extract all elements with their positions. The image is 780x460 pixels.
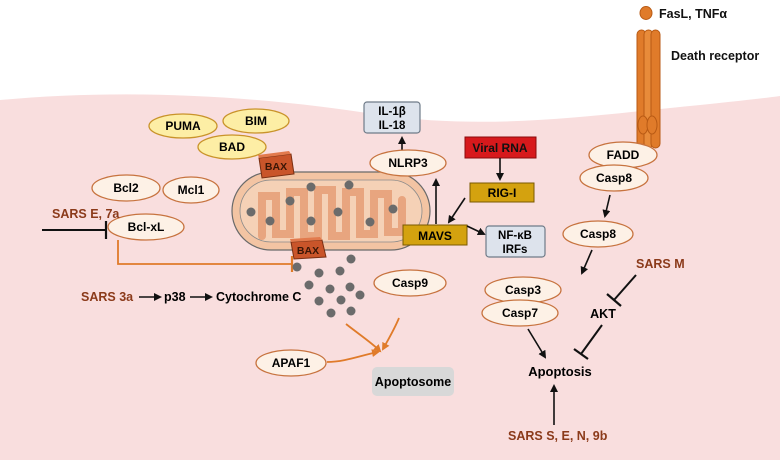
cytokine-il1b-label: IL-1β <box>378 106 405 118</box>
akt-label: AKT <box>590 307 616 321</box>
arrow-rigi-mavs <box>447 197 466 224</box>
puma-label: PUMA <box>165 119 201 133</box>
bad-label: BAD <box>219 140 245 154</box>
akt-inhibit-line <box>580 324 603 355</box>
mitochondrion-icon <box>231 171 431 251</box>
sars-3a-label: SARS 3a <box>81 290 134 304</box>
apaf1-label: APAF1 <box>272 356 311 370</box>
nfkb-box <box>485 225 546 258</box>
mcl1-node <box>162 176 220 204</box>
sars-seh-label: SARS S, E, N, 9b <box>508 429 608 443</box>
cytochrome-c-dots-icon <box>292 254 365 318</box>
nlrp3-node <box>369 149 447 177</box>
arrow-cytc-apoptosome <box>345 323 382 353</box>
casp8-top-node <box>579 164 649 192</box>
death-receptor-icon <box>636 29 661 149</box>
arrow-apaf1-apoptosome <box>326 349 380 363</box>
fadd-label: FADD <box>607 148 640 162</box>
cytochrome-c-label: Cytochrome C <box>216 290 301 304</box>
nfkb-label: NF-κB <box>498 230 532 242</box>
p38-label: p38 <box>164 290 186 304</box>
mavs-box <box>402 224 468 246</box>
casp8-top-label: Casp8 <box>596 171 632 185</box>
arrow-casp8-casp8 <box>602 194 611 218</box>
arrow-casp8-casp3 <box>580 249 593 275</box>
cytokines-box <box>363 101 421 134</box>
bax-top-icon: BAX <box>258 151 295 179</box>
bclxl-bax-inhibit-line <box>117 240 292 265</box>
apoptosome-label: Apoptosome <box>375 375 451 389</box>
sars-m-inhibit-line <box>613 274 637 301</box>
rig-i-label: RIG-I <box>488 186 517 200</box>
sars-m-label: SARS M <box>636 257 685 271</box>
apaf1-node <box>255 349 327 377</box>
bad-node <box>197 134 267 160</box>
apoptosome-box <box>372 367 454 396</box>
mavs-label: MAVS <box>418 229 452 243</box>
irfs-label: IRFs <box>503 244 528 256</box>
nlrp3-label: NLRP3 <box>388 156 428 170</box>
mcl1-label: Mcl1 <box>178 183 205 197</box>
arrow-casp7-apoptosis <box>527 328 547 359</box>
casp9-label: Casp9 <box>392 276 428 290</box>
casp7-label: Casp7 <box>502 306 538 320</box>
arrow-mavs-nfkb <box>466 225 486 236</box>
bcl2-label: Bcl2 <box>113 181 139 195</box>
sars-m-inhibit-bar <box>606 293 622 307</box>
cytokine-il18-label: IL-18 <box>379 120 406 132</box>
bim-label: BIM <box>245 114 267 128</box>
sars-e7a-label: SARS E, 7a <box>52 207 120 221</box>
casp8-bottom-node <box>562 220 634 248</box>
bax-bottom-icon: BAX <box>290 237 327 260</box>
viral-rna-label: Viral RNA <box>472 141 527 155</box>
rig-i-box <box>469 182 535 203</box>
bax-bottom-label: BAX <box>297 245 319 257</box>
akt-inhibit-bar <box>573 348 589 360</box>
bcl2-node <box>91 174 161 202</box>
casp9-node <box>373 269 447 297</box>
casp8-bottom-label: Casp8 <box>580 227 616 241</box>
death-receptor-label: Death receptor <box>671 49 759 63</box>
puma-node <box>148 113 218 139</box>
ligand-label: FasL, TNFα <box>659 7 727 21</box>
casp7-node <box>481 299 559 327</box>
bclxl-node <box>107 213 185 241</box>
arrow-casp9-apoptosome <box>382 317 400 351</box>
bim-node <box>222 108 290 134</box>
bax-top-label: BAX <box>265 161 287 173</box>
ligand-dot-icon <box>639 6 653 20</box>
apoptosis-label: Apoptosis <box>528 364 592 379</box>
casp3-label: Casp3 <box>505 283 541 297</box>
bclxl-label: Bcl-xL <box>128 220 165 234</box>
